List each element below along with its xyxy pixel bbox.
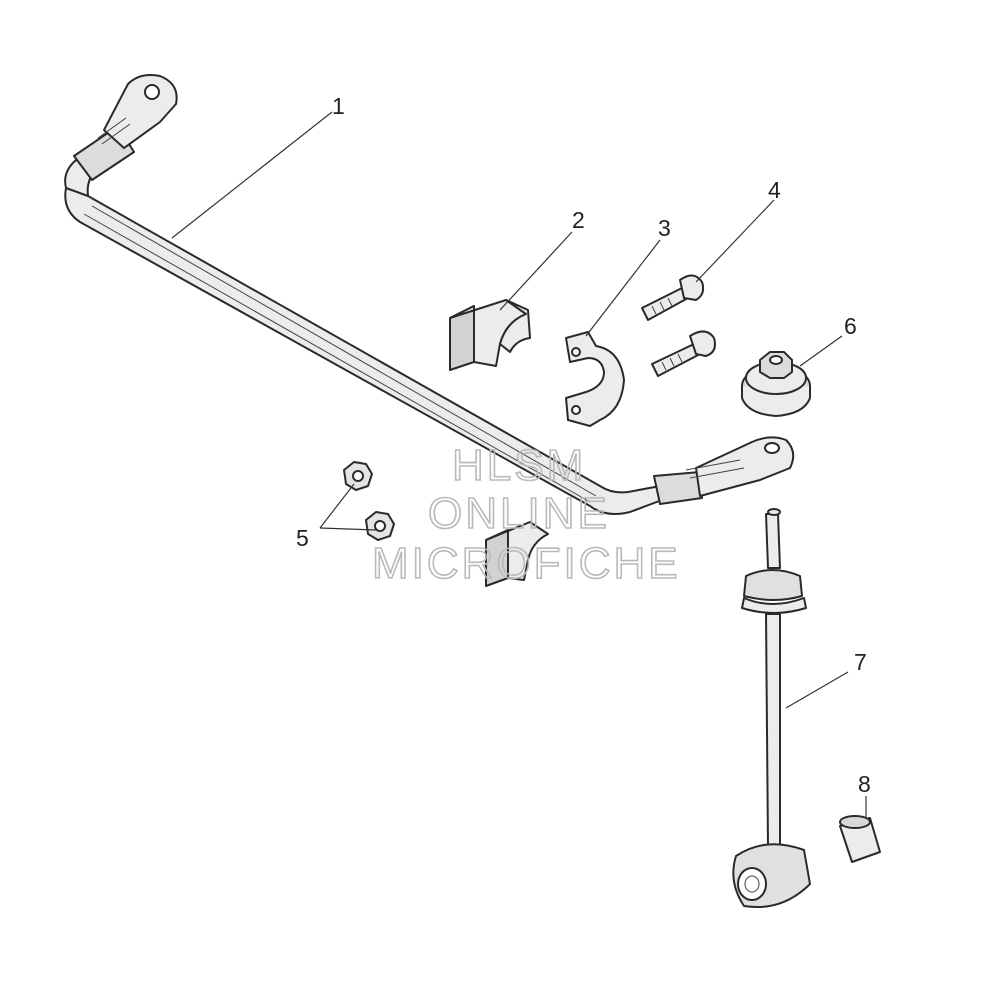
stabilizer-bar[interactable] [64,74,795,515]
leader-1 [171,111,333,239]
callout-6[interactable]: 6 [844,313,857,339]
stabilizer-link[interactable] [732,508,811,908]
bolt-lower[interactable] [651,330,716,377]
leader-6 [799,335,843,367]
bushing-upper[interactable] [449,299,531,371]
bolt-upper[interactable] [641,274,705,321]
callout-1[interactable]: 1 [332,93,345,119]
leader-2 [499,231,573,311]
callout-5[interactable]: 5 [296,525,309,551]
watermark: HLSM ONLINE MICROFICHE [371,440,681,589]
clamp-bracket[interactable] [565,331,625,427]
callouts: 1 2 3 4 5 6 7 8 [296,93,871,797]
callout-4[interactable]: 4 [768,177,781,203]
leader-3 [585,239,661,337]
callout-7[interactable]: 7 [854,649,867,675]
leader-4 [695,199,775,283]
watermark-line-2: ONLINE [428,489,610,538]
bushing-lower[interactable] [485,521,549,587]
callout-3[interactable]: 3 [658,215,671,241]
leader-5b [319,527,377,531]
nut-upper[interactable] [343,461,373,491]
nut-lower[interactable] [365,511,395,541]
callout-2[interactable]: 2 [572,207,585,233]
leader-lines [171,111,867,818]
watermark-line-1: HLSM [452,441,586,490]
spacer[interactable] [839,815,881,863]
watermark-line-3: MICROFICHE [372,539,681,588]
leader-7 [785,671,849,709]
callout-8[interactable]: 8 [858,771,871,797]
mount-bushing[interactable] [741,351,811,417]
leader-5a [319,483,355,529]
